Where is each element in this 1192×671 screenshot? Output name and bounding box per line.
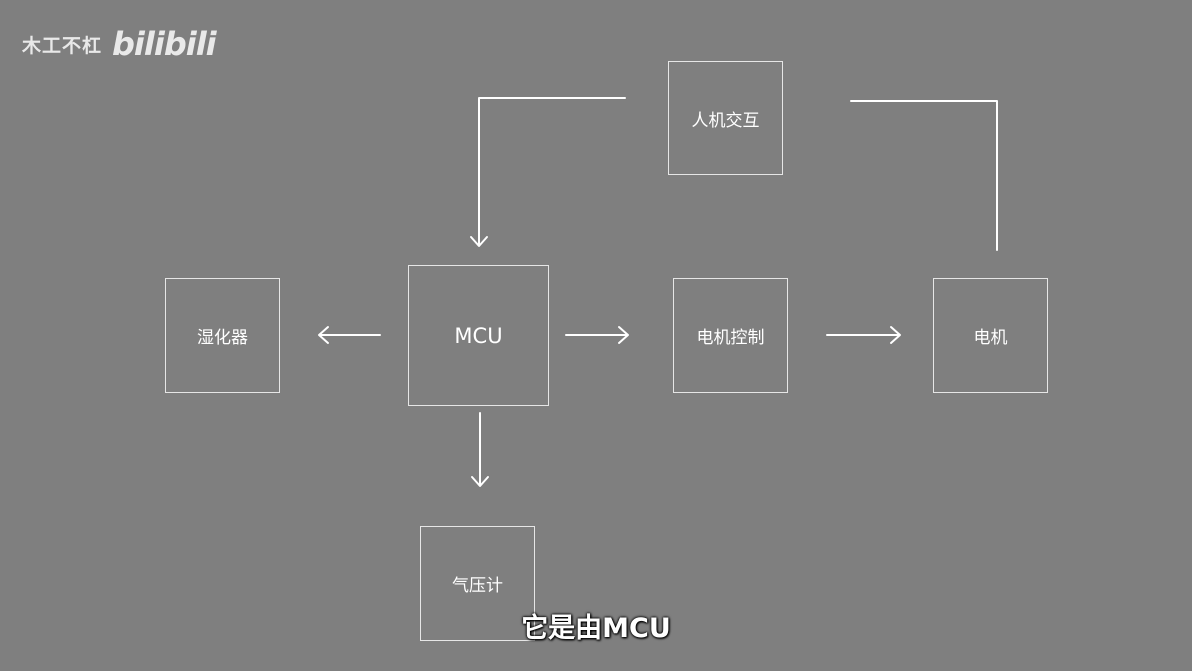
- bilibili-logo: bilibili: [112, 25, 217, 63]
- arrowhead-mcu-to-humidifier: [318, 326, 329, 344]
- node-barometer: 气压计: [420, 526, 535, 641]
- watermark-author: 木工不杠: [22, 34, 103, 57]
- edge-motor-to-hmi: [850, 100, 998, 251]
- node-motor-control-label: 电机控制: [696, 328, 765, 348]
- video-subtitle: 它是由MCU: [521, 613, 671, 644]
- node-hmi-label: 人机交互: [691, 110, 760, 131]
- node-mcu-label: MCU: [454, 323, 503, 348]
- node-hmi: 人机交互: [668, 61, 783, 175]
- arrowhead-mcu-to-motor-control: [618, 326, 629, 344]
- node-motor: 电机: [933, 278, 1048, 393]
- node-motor-label: 电机: [973, 328, 1008, 348]
- watermark: 木工不杠 bilibili: [22, 24, 217, 64]
- node-humidifier: 湿化器: [165, 278, 280, 393]
- arrowhead-hmi-to-mcu: [470, 236, 488, 247]
- arrowhead-mcu-to-barometer: [471, 476, 489, 487]
- node-motor-control: 电机控制: [673, 278, 788, 393]
- node-mcu: MCU: [408, 265, 549, 406]
- edge-hmi-to-mcu: [478, 97, 626, 246]
- node-barometer-label: 气压计: [452, 576, 503, 596]
- node-humidifier-label: 湿化器: [197, 328, 248, 348]
- arrowhead-motor-control-to-motor: [890, 326, 901, 344]
